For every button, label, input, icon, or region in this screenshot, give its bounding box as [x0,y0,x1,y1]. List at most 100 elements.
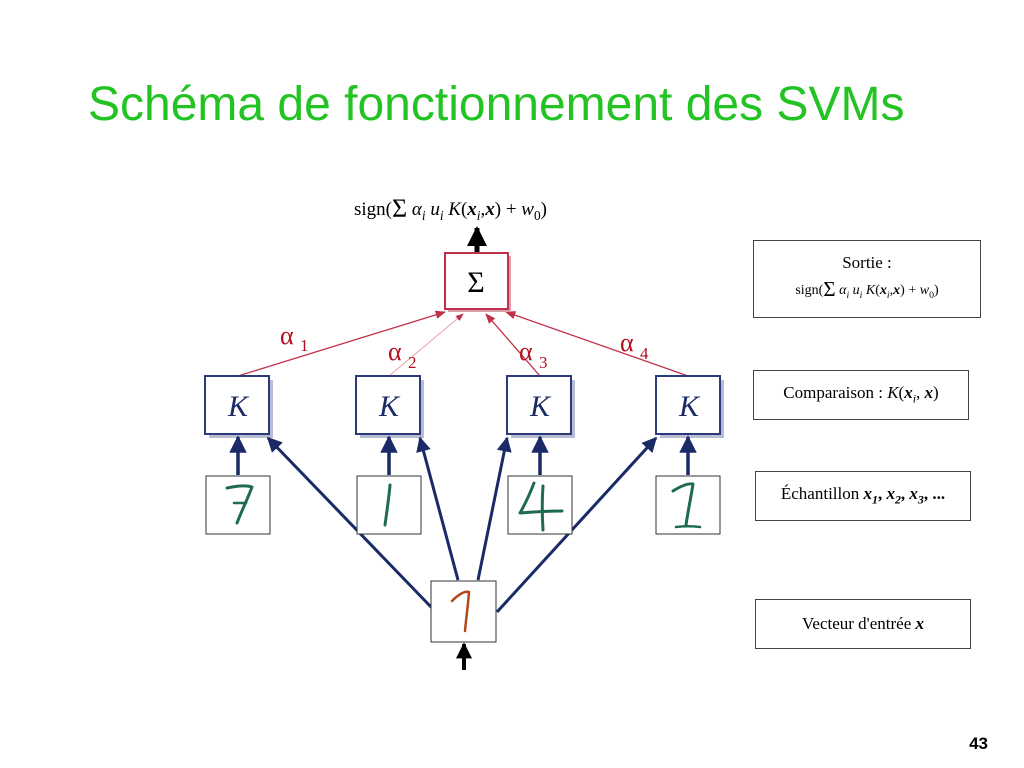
sortie-x: x [893,282,901,298]
formula-open: ( [460,199,468,220]
legend-sortie-label: Sortie : [842,252,892,272]
comparaison-xi-index: i [912,391,917,406]
alpha-index-1: 1 [300,336,309,355]
comparaison-xi: x [904,383,913,403]
sample-digit-3 [518,481,564,515]
slide-number: 43 [969,734,988,753]
alpha-symbol-1: α [280,321,294,350]
alpha-line-2 [388,313,464,377]
input-digit [450,590,471,633]
kernel-box-2: K [355,375,424,438]
alpha-symbol-2: α [388,337,402,366]
echantillon-ellipsis: , ... [923,484,946,504]
formula-alpha: α [411,199,422,220]
echantillon-x3-index: 3 [917,492,924,507]
input-frame [430,580,497,643]
sortie-alpha-index: i [846,289,850,301]
kernel-box-1-frame [204,375,270,435]
comparaison-kernel: K [887,383,899,403]
alpha-line-3 [485,313,541,377]
sortie-comma: , [889,282,894,298]
sortie-kernel: K [865,282,876,298]
formula-alpha-index: i [421,207,426,223]
formula-comma: , [480,199,486,220]
alpha-line-4 [505,311,689,377]
sample-frame-3 [507,475,573,535]
alpha-symbol-4: α [620,328,634,357]
legend-sortie: Sortie : sign(Σ αi ui K(xi,x) + w0) [753,240,981,318]
sortie-end: ) [933,282,939,298]
formula-u-index: i [439,207,444,223]
alpha-label-2: α 2 [388,337,417,372]
vecteur-label: Vecteur d'entrée [802,614,916,633]
sortie-alpha: α [839,282,847,298]
kernel-box-4-frame [655,375,721,435]
alpha-index-2: 2 [408,353,417,372]
sample-box-4 [655,475,721,535]
echantillon-label: Échantillon [780,484,864,504]
sample-digit-3-stem [540,484,545,532]
comparaison-label: Comparaison : [783,383,888,403]
legend-echantillon: Échantillon x1, x2, x3, ... [755,471,971,521]
alpha-symbol-3: α [519,337,533,366]
formula-xi: x [467,199,477,220]
sortie-w-index: 0 [929,289,934,301]
sortie-xi-index: i [886,289,890,301]
legend-comparaison: Comparaison : K(xi, x) [753,370,969,420]
sortie-w: w [919,282,930,298]
echantillon-x1-index: 1 [872,492,878,507]
sample-box-3 [507,475,573,535]
sample-digit-2 [383,483,392,527]
sample-digit-4 [671,482,695,527]
sum-box [444,252,509,310]
kernel-label-2: K [378,390,401,423]
alpha-label-4: α 4 [620,328,649,363]
legend-vecteur: Vecteur d'entrée x [755,599,971,649]
formula-kernel: K [448,199,461,220]
vecteur-x: x [915,614,925,633]
formula-sigma: Σ [392,194,408,223]
kernel-box-1: K [204,375,273,438]
kernel-label-1: K [227,390,250,423]
kernel-label-3: K [529,390,552,423]
sample-box-2 [356,475,422,535]
kernel-box-3-frame [506,375,572,435]
alpha-line-1 [237,310,446,377]
formula-plus: ) + [494,199,522,220]
echantillon-x2-index: 2 [894,492,901,507]
vecteur-text: Vecteur d'entrée x [802,614,924,634]
comparaison-open: ( [898,383,905,403]
output-formula: sign(Σ αi ui K(xi,x) + w0) [354,194,547,224]
kernel-box-2-frame [355,375,421,435]
formula-end: ) [540,199,547,220]
alpha-index-4: 4 [640,344,649,363]
comparaison-comma: , [916,383,925,403]
formula-u: u [430,199,440,220]
echantillon-text: Échantillon x1, x2, x3, ... [781,484,945,507]
sortie-sign: sign( [795,282,824,298]
sortie-xi: x [879,282,887,298]
legend-sortie-formula: sign(Σ αi ui K(xi,x) + w0) [795,276,938,309]
comparaison-x: x [924,383,934,403]
formula-w-index: 0 [533,207,541,223]
sortie-plus: ) + [900,282,920,298]
formula-x: x [485,199,495,220]
sample-digit-4-base [674,525,702,529]
formula-sign: sign( [354,199,392,220]
sortie-sigma: Σ [823,276,836,301]
sample-digit-1 [225,484,254,525]
formula-w: w [521,199,534,220]
kernel-box-4: K [655,375,724,438]
input-arrow-2 [416,436,460,581]
sortie-open: ( [875,282,880,298]
kernel-label-4: K [678,390,701,423]
echantillon-x1: x [863,484,873,504]
kernel-box-3: K [506,375,575,438]
alpha-label-1: α 1 [280,321,309,355]
alpha-index-3: 3 [539,353,548,372]
input-arrow-1 [266,436,434,610]
slide-title: Schéma de fonctionnement des SVMs [88,78,905,131]
echantillon-sep-2: , [900,484,910,504]
sample-box-1 [205,475,271,535]
